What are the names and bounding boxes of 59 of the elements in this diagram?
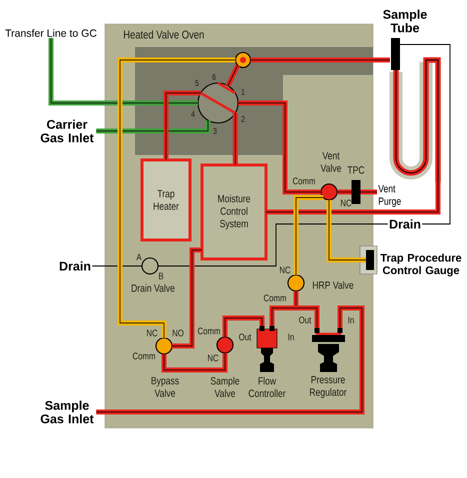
- pipe: [326, 200, 366, 262]
- pipe: [222, 316, 264, 338]
- outlet-label: Drain: [390, 219, 420, 229]
- pipe: [118, 58, 236, 338]
- line: [158, 224, 388, 266]
- port-label: Out: [299, 316, 312, 324]
- component-label: Vent Valve: [320, 152, 342, 172]
- port-label: Comm: [198, 328, 220, 334]
- valve-symbol: [234, 52, 252, 68]
- pipe: [48, 38, 198, 106]
- pipe-label: Transfer Line to GC: [5, 29, 96, 37]
- component-box: Moisture Control System: [200, 164, 268, 260]
- port-number: 3: [213, 128, 217, 134]
- component-label: Pressure Regulator: [310, 376, 347, 398]
- port-label: In: [288, 334, 294, 340]
- port-label: B: [159, 272, 164, 280]
- pipe: [238, 100, 322, 194]
- port-label: Out: [239, 334, 252, 340]
- line: [400, 44, 450, 224]
- port-label: Comm: [132, 352, 155, 360]
- port-label: Comm: [292, 178, 315, 184]
- port-label: NC: [208, 354, 218, 362]
- port-number: 1: [242, 89, 245, 95]
- pipe: [266, 182, 440, 214]
- pipe: [232, 112, 238, 166]
- port-number: 6: [212, 74, 216, 80]
- component-label: Bypass Valve: [152, 377, 179, 397]
- port-label: NC: [341, 200, 352, 206]
- component-label: Sample Tube: [383, 10, 427, 32]
- port-label: Comm: [264, 294, 286, 302]
- port-label: A: [136, 254, 142, 260]
- pipe: [96, 306, 364, 414]
- port-number: 4: [191, 111, 195, 117]
- component-label: TPC: [348, 166, 364, 174]
- outlet-label: Vent Purge: [378, 185, 401, 207]
- component-label: HRP Valve: [312, 281, 354, 289]
- component-label: Flow Controller: [248, 376, 286, 398]
- pipe: [226, 64, 240, 87]
- pipe: [172, 248, 202, 348]
- pipe: [270, 306, 320, 328]
- pipe: [336, 190, 352, 194]
- port-label: In: [348, 316, 354, 324]
- component-label: Trap Procedure Control Gauge: [380, 254, 462, 276]
- pipe: [294, 195, 324, 276]
- pipe: [250, 58, 390, 62]
- port-number: 2: [241, 116, 245, 122]
- pipe: [162, 352, 228, 372]
- pipe: [96, 120, 210, 134]
- pipe: [360, 190, 378, 194]
- port-label: NC: [280, 266, 290, 274]
- pipe: [164, 90, 202, 160]
- outlet-label: Drain: [60, 261, 90, 271]
- component-label: Sample Valve: [210, 376, 240, 398]
- port-label: NC: [147, 330, 158, 336]
- component-box: Trap Heater: [140, 158, 192, 242]
- component-label: Drain Valve: [132, 284, 175, 292]
- port-label: NO: [172, 330, 184, 336]
- inlet-label: Carrier Gas Inlet: [40, 120, 94, 142]
- inlet-label: Sample Gas Inlet: [40, 400, 94, 424]
